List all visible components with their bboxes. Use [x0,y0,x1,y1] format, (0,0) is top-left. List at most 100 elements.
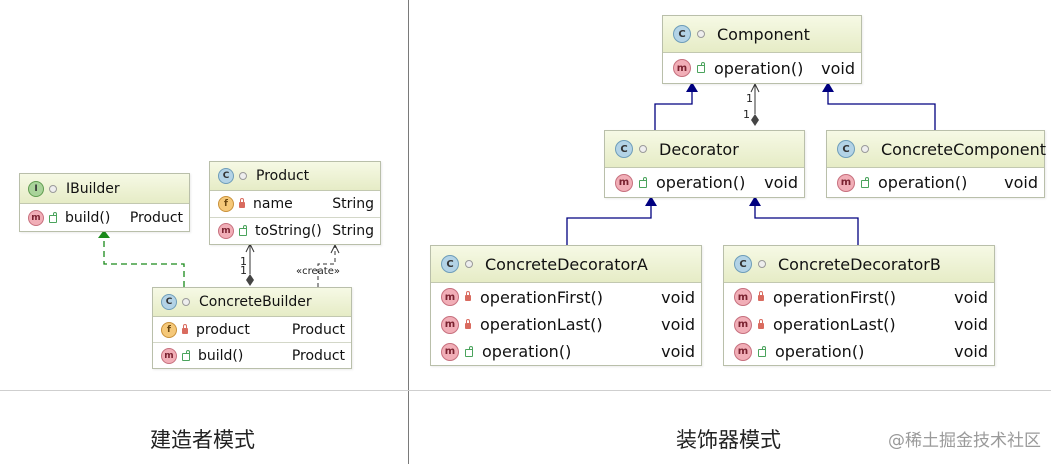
concretebuilder-class-box[interactable]: C ConcreteBuilder f product Product m bu… [152,287,352,369]
method-icon: m [734,315,752,334]
class-icon: C [734,255,752,273]
method-type: String [332,223,374,239]
generalization-concretecomponent-component [827,92,936,130]
method-row: m build() Product [153,342,351,368]
method-type: void [764,173,798,192]
method-type: void [954,342,988,361]
field-name: name [253,196,293,212]
field-icon: f [218,196,234,212]
multiplicity-decorator-top: 1 [746,92,753,105]
method-name: operation() [714,58,804,78]
method-type: Product [291,347,345,364]
field-name: product [196,321,250,338]
private-lock-icon [465,318,471,329]
visibility-dot-icon [49,184,57,193]
method-row: m toString() String [210,217,380,244]
visibility-dot-icon [182,298,190,306]
field-icon: f [161,321,177,338]
multiplicity-decorator-bottom: 1 [743,108,750,121]
method-row: m operationFirst() void [724,283,994,311]
public-lock-icon [182,349,190,361]
method-name: build() [198,347,244,364]
visibility-dot-icon [239,172,247,180]
method-icon: m [441,315,459,334]
public-lock-icon [758,345,766,357]
class-icon: C [161,294,177,310]
method-type: void [821,58,855,78]
realization-arrowhead [98,230,110,238]
create-dependency-line [317,246,336,287]
class-icon: C [673,25,691,43]
concretedecoratora-class-box[interactable]: C ConcreteDecoratorA m operationFirst() … [430,245,702,366]
realization-line [103,238,185,287]
class-name: Component [717,24,810,44]
method-icon: m [734,342,752,361]
visibility-dot-icon [639,145,647,153]
method-icon: m [218,223,234,239]
create-dependency-arrowhead [330,243,340,254]
method-name: operation() [656,173,746,192]
visibility-dot-icon [465,260,473,268]
class-name: ConcreteComponent [881,139,1046,159]
method-type: void [954,315,988,334]
public-lock-icon [697,62,705,73]
private-lock-icon [758,318,764,329]
generalization-decorator-component [654,92,693,130]
method-name: operation() [482,342,572,361]
field-type: String [332,196,374,212]
class-name: ConcreteDecoratorA [485,254,648,274]
create-stereotype-label: «create» [296,266,340,277]
class-name: Decorator [659,139,739,159]
class-icon: C [441,255,459,273]
generalization-decoratora-decorator [566,206,652,245]
method-row: m operationLast() void [724,311,994,338]
composition-diamond-decorator [751,114,759,126]
method-icon: m [615,173,633,192]
method-row: m operation() void [431,338,701,365]
visibility-dot-icon [758,260,766,268]
multiplicity-builder-bottom: 1 [240,264,247,277]
class-icon: C [837,140,855,158]
product-class-box[interactable]: C Product f name String m toString() Str… [209,161,381,245]
class-icon: C [615,140,633,158]
vertical-divider [408,0,409,464]
method-type: void [661,342,695,361]
method-type: Product [129,209,183,226]
method-name: operationFirst() [480,287,603,307]
composition-open-arrow-decorator [750,82,760,93]
class-icon: C [218,168,234,184]
method-icon: m [28,209,44,226]
method-row: m operation() void [827,168,1044,197]
public-lock-icon [639,176,647,188]
method-row: m operation() void [663,53,861,83]
method-name: toString() [255,223,322,239]
method-row: m operationLast() void [431,311,701,338]
method-name: operationLast() [480,315,603,334]
builder-pattern-caption: 建造者模式 [150,428,255,452]
method-row: m build() Product [20,204,189,231]
composition-diamond-builder [246,274,254,286]
public-lock-icon [239,225,247,236]
method-type: void [661,287,695,307]
component-class-box[interactable]: C Component m operation() void [662,15,862,84]
method-icon: m [161,347,177,364]
method-type: void [661,315,695,334]
horizontal-divider [0,390,1051,391]
decorator-class-box[interactable]: C Decorator m operation() void [604,130,805,198]
generalization-decoratorb-decorator [754,206,859,245]
method-name: operation() [775,342,865,361]
class-name: ConcreteBuilder [199,294,312,310]
public-lock-icon [465,345,473,357]
ibuilder-class-box[interactable]: I IBuilder m build() Product [19,173,190,232]
concretedecoratorb-class-box[interactable]: C ConcreteDecoratorB m operationFirst() … [723,245,995,366]
method-icon: m [441,288,459,306]
private-lock-icon [239,198,245,208]
concretecomponent-class-box[interactable]: C ConcreteComponent m operation() void [826,130,1046,198]
multiplicity-builder-top: 1 [240,255,247,268]
generalization-arrowhead-1 [686,82,698,92]
field-type: Product [291,321,345,338]
method-type: void [1004,173,1038,192]
method-row: m operation() void [605,168,804,197]
visibility-dot-icon [861,145,869,153]
